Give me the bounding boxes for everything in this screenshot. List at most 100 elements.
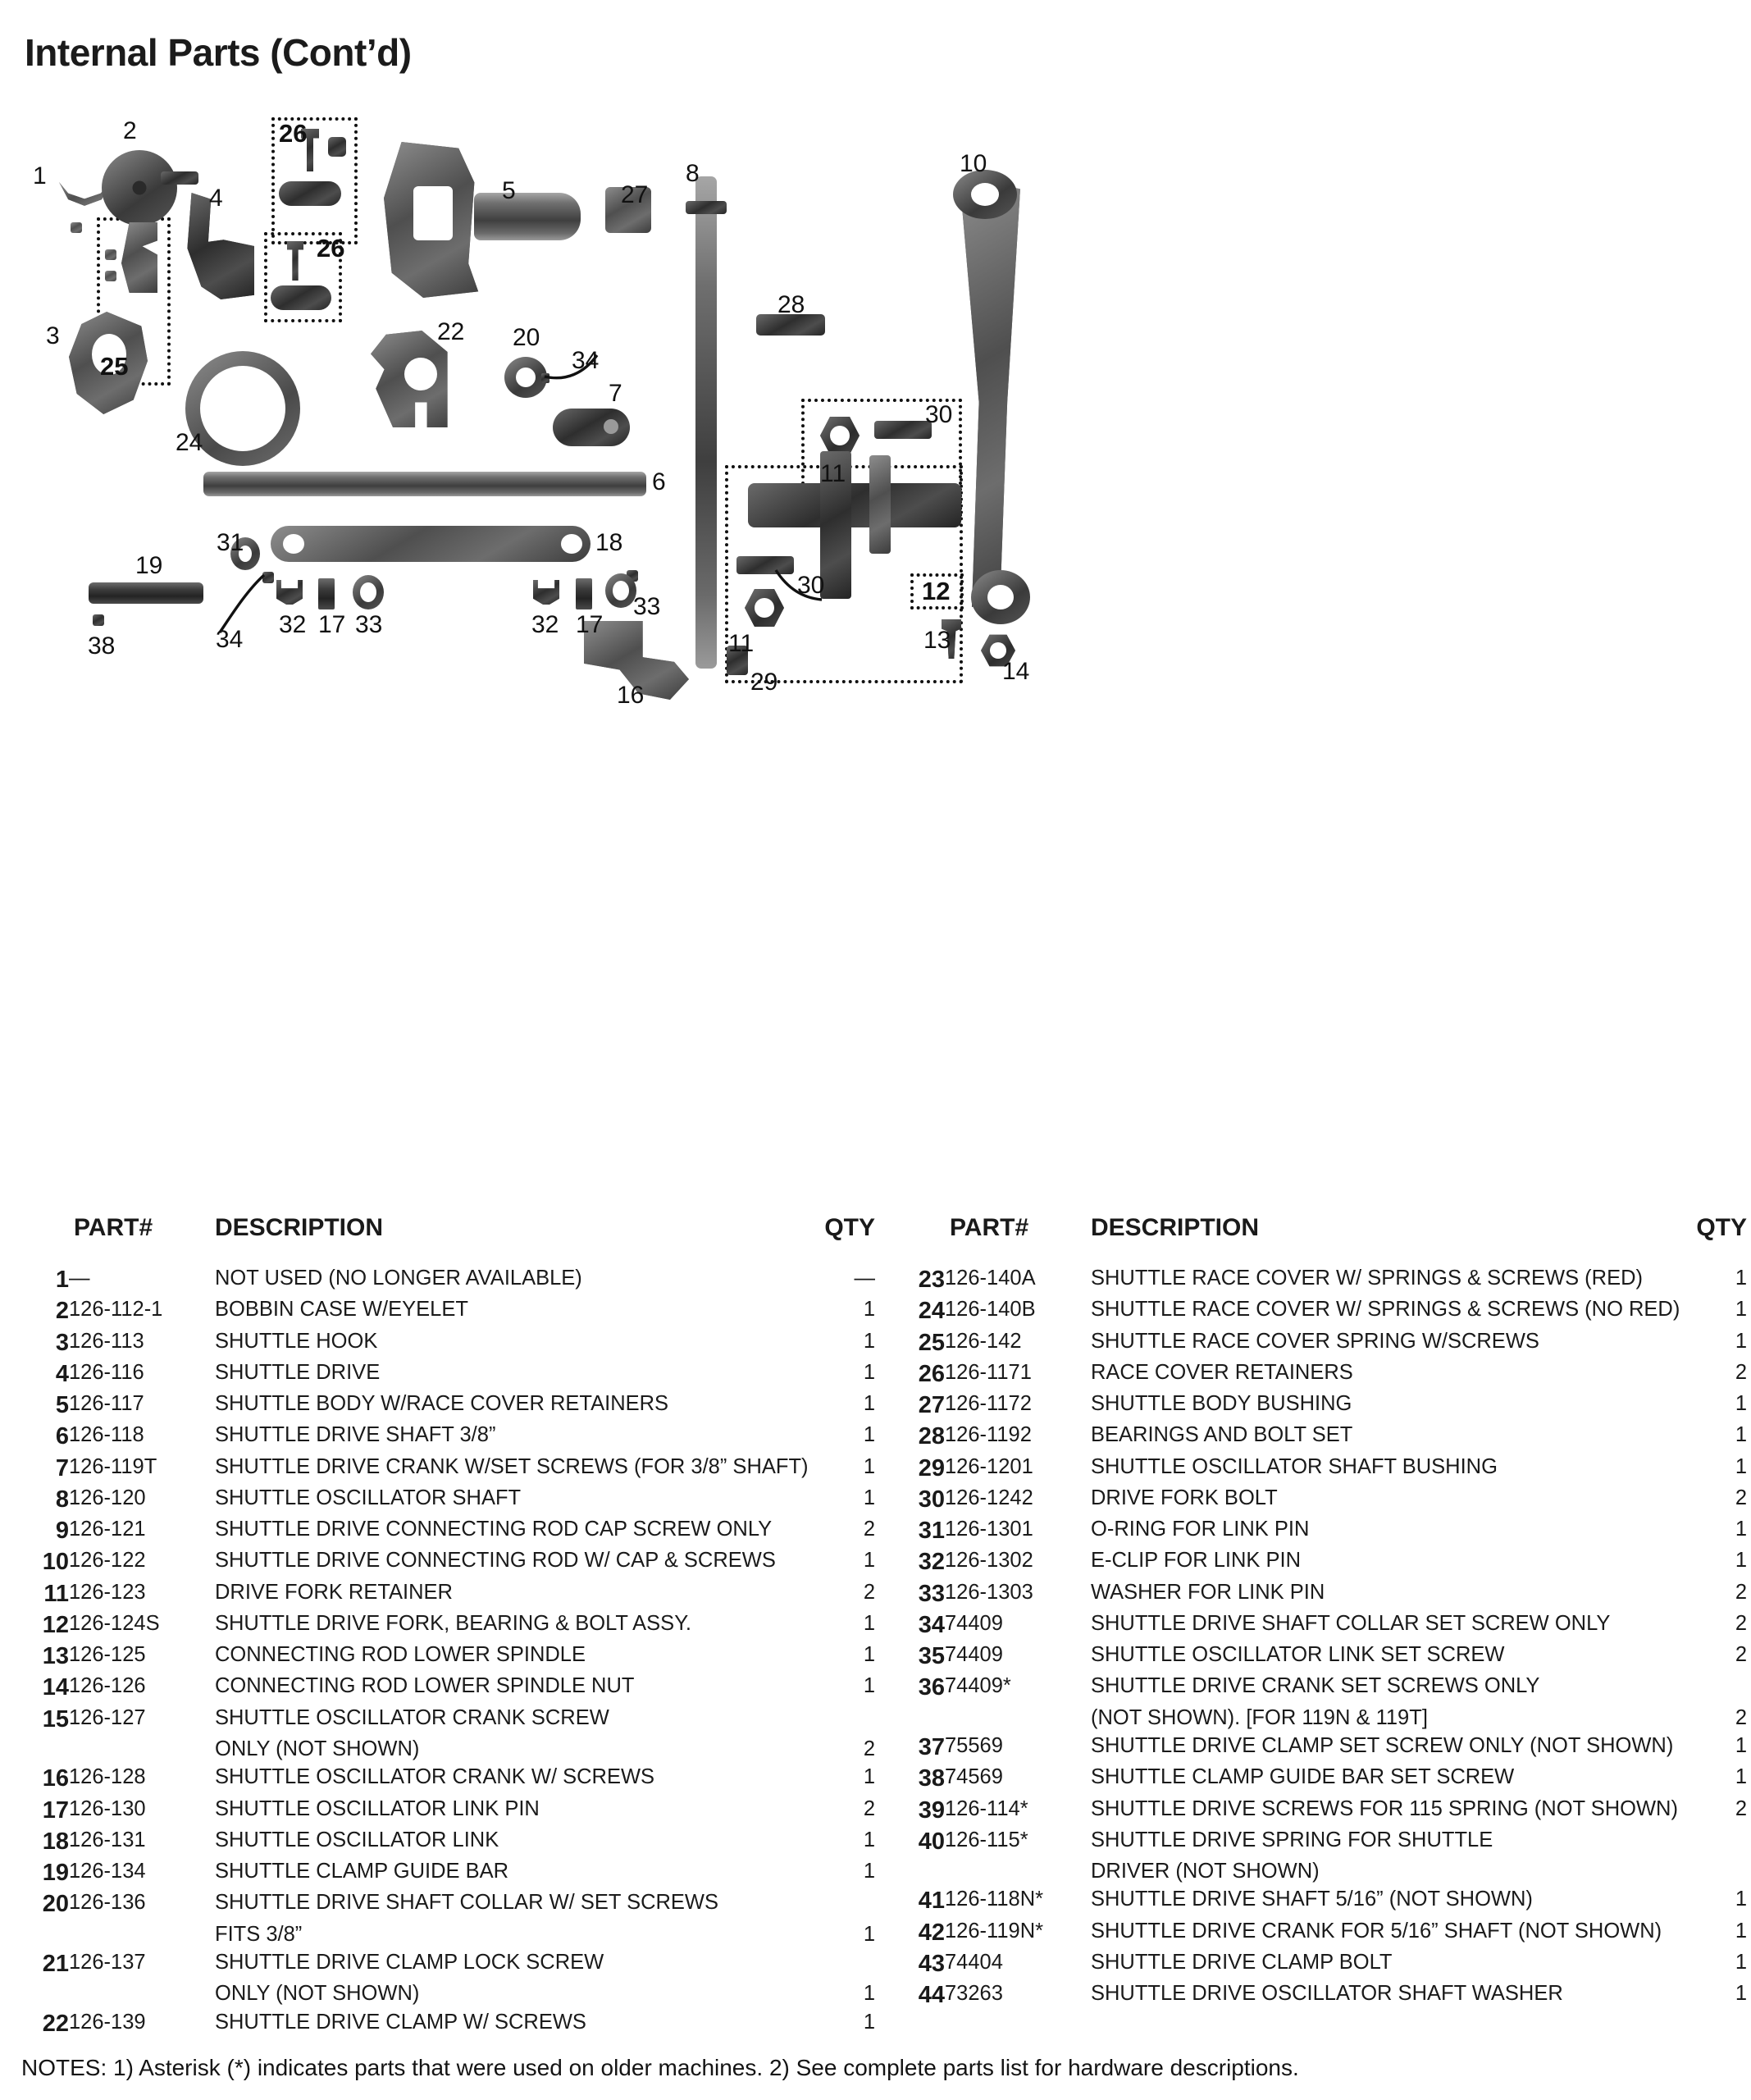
part-12-fork-shaft: [748, 483, 961, 527]
page-title: Internal Parts (Cont’d): [25, 30, 412, 74]
callout-30-upper: 30: [925, 401, 953, 428]
cell-item-number: 2: [55, 1298, 69, 1325]
cell-item-number: 25: [918, 1329, 945, 1356]
cell-part-number: 126-113: [69, 1329, 144, 1353]
cell-part-number-empty: [69, 1982, 215, 2010]
cell-part-number-empty: [69, 1737, 215, 1765]
part-18-oscillator-link: [271, 526, 591, 562]
cell-part-number: 126-137: [69, 1950, 146, 1974]
cell-description-continued: FITS 3/8”: [215, 1922, 303, 1946]
part-26b-retainer: [271, 285, 331, 310]
part-12-fork-flange: [869, 455, 891, 554]
part-5-body-shaft: [474, 193, 581, 240]
header-part-number: PART#: [74, 1214, 153, 1241]
part-18-hole-right: [561, 534, 582, 554]
cell-qty: 1: [863, 1486, 875, 1509]
cell-item-number: 44: [918, 1982, 945, 2009]
cell-part-number: 74409: [945, 1611, 1003, 1635]
part-18-hole-left: [283, 534, 304, 554]
cell-description: WASHER FOR LINK PIN: [1091, 1580, 1325, 1604]
part-26a-retainer: [279, 181, 341, 206]
part-27-bushing: [605, 187, 651, 233]
header-qty: QTY: [824, 1214, 875, 1241]
cell-item-number: 31: [918, 1518, 945, 1545]
part-2-latch: [161, 171, 198, 185]
part-25-screw-a: [105, 249, 116, 260]
part-38-set-screw: [93, 614, 104, 626]
callout-10: 10: [960, 150, 987, 177]
cell-part-number: 126-131: [69, 1828, 146, 1851]
cell-item-number: 21: [42, 1950, 69, 1977]
cell-part-number: 126-130: [69, 1796, 146, 1820]
cell-qty: [1696, 1828, 1747, 1860]
leader-line-34a: [218, 573, 266, 633]
cell-qty: 1: [863, 1329, 875, 1353]
callout-24: 24: [176, 429, 203, 456]
part-14-spindle-nut: [981, 634, 1015, 667]
cell-qty: 1: [863, 1549, 875, 1573]
cell-qty: 2: [863, 1796, 875, 1820]
cell-item-number: 6: [55, 1423, 69, 1450]
callout-32-right: 32: [531, 611, 559, 638]
callout-11-lower: 11: [728, 630, 755, 657]
cell-item-number: 7: [55, 1454, 69, 1481]
callout-12: 12: [922, 577, 951, 605]
cell-item-number: 12: [42, 1611, 69, 1638]
part-25-spring: [121, 222, 157, 293]
cell-description-continued: (NOT SHOWN). [FOR 119N & 119T]: [1091, 1705, 1428, 1729]
part-11a-drive-fork-retainer: [820, 416, 860, 455]
cell-description: SHUTTLE DRIVE SPRING FOR SHUTTLE: [1091, 1828, 1493, 1851]
cell-qty-continued: 1: [863, 1982, 875, 2006]
cell-item-number: 15: [42, 1705, 69, 1732]
cell-qty: 1: [863, 1454, 875, 1478]
cell-item-number: 11: [43, 1580, 69, 1607]
cell-part-number: 126-116: [69, 1360, 144, 1384]
cell-description: BEARINGS AND BOLT SET: [1091, 1423, 1353, 1447]
cell-description: SHUTTLE OSCILLATOR LINK SET SCREW: [1091, 1643, 1505, 1667]
cell-qty: 1: [1735, 1734, 1747, 1758]
cell-qty: 1: [863, 1360, 875, 1384]
part-28-bearings-bolt: [756, 314, 825, 336]
cell-qty: 1: [863, 1392, 875, 1416]
cell-item-number: 13: [42, 1643, 69, 1670]
cell-item-number-empty: [18, 1982, 69, 2010]
cell-item-number: 27: [918, 1392, 945, 1419]
cell-description: SHUTTLE OSCILLATOR CRANK W/ SCREWS: [215, 1765, 655, 1789]
part-1-screw: [71, 222, 82, 233]
part-8-shaft-collar: [686, 201, 727, 214]
cell-qty-continued: 2: [1735, 1705, 1747, 1729]
cell-part-number: 126-127: [69, 1705, 146, 1729]
cell-description-continued: ONLY (NOT SHOWN): [215, 1982, 420, 2006]
cell-part-number: 126-1303: [945, 1580, 1033, 1604]
cell-item-number: 42: [918, 1919, 945, 1946]
header-qty: QTY: [1696, 1214, 1747, 1241]
cell-qty: 1: [1735, 1423, 1747, 1447]
header-description: DESCRIPTION: [1091, 1214, 1260, 1241]
cell-description: SHUTTLE DRIVE CLAMP W/ SCREWS: [215, 2010, 586, 2034]
cell-qty: 2: [863, 1580, 875, 1604]
cell-qty-continued: [1696, 1860, 1747, 1888]
cell-qty: 1: [1735, 1888, 1747, 1911]
cell-part-number: 126-128: [69, 1765, 146, 1789]
cell-part-number: 126-126: [69, 1674, 146, 1698]
part-3-hook-inner: [92, 334, 126, 375]
callout-32-left: 32: [279, 611, 307, 638]
cell-part-number: 74569: [945, 1765, 1003, 1789]
cell-qty: 1: [863, 1765, 875, 1789]
callout-29: 29: [750, 669, 778, 696]
table-row: 1—NOT USED (NO LONGER AVAILABLE)—: [18, 1267, 875, 1298]
callout-26-lower: 26: [317, 234, 345, 262]
part-5-shuttle-body: [384, 142, 479, 298]
cell-part-number: 126-114*: [945, 1796, 1028, 1820]
cell-qty: 2: [863, 1518, 875, 1541]
cell-item-number: 24: [918, 1298, 945, 1325]
